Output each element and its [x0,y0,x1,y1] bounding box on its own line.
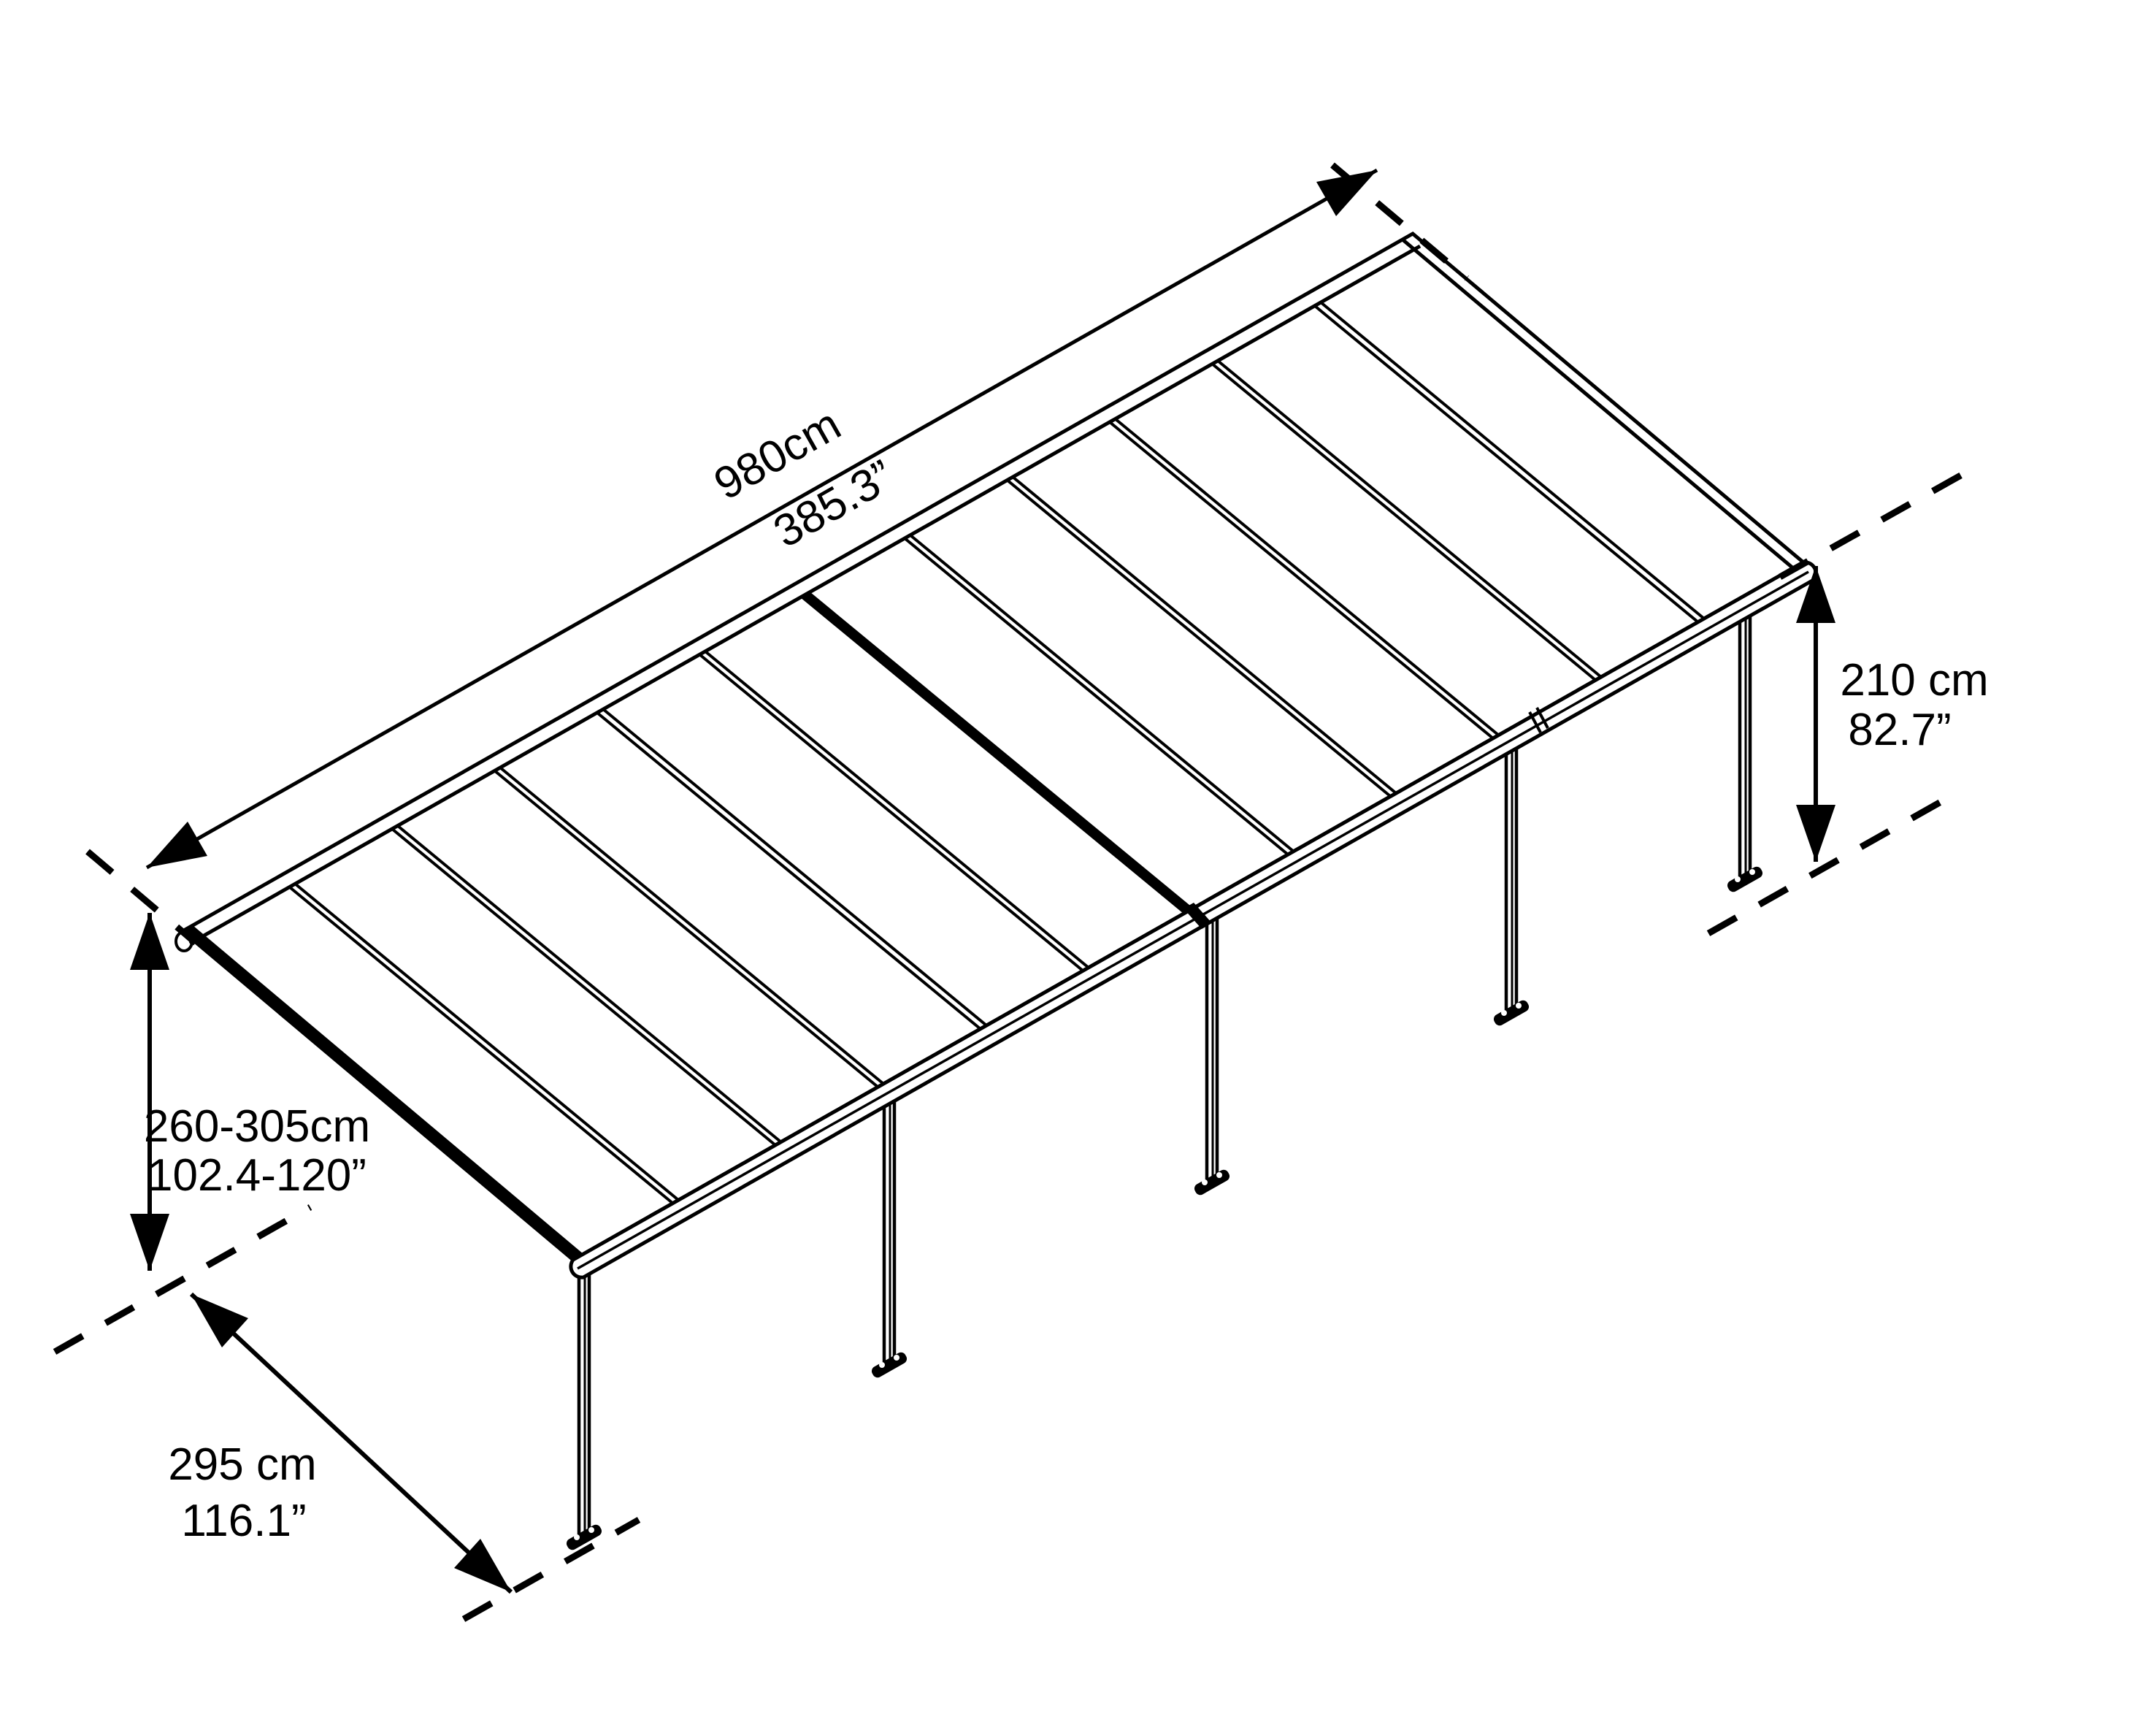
dimension-front-height: 210 cm 82.7” [1706,464,1989,936]
depth-label-metric: 295 cm [168,1439,316,1490]
gutter-joint-ticks [1528,707,1549,733]
length-extension-dash-right [1330,162,1469,281]
roof [174,231,1807,1263]
depth-arrowhead-top [191,1294,248,1347]
roof-rafters [288,301,1706,1205]
rafter-4 [596,708,988,1030]
rafter-1 [288,882,680,1205]
post-3 [1205,895,1219,1185]
wall-height-arrowhead-bottom [130,1214,169,1271]
dimension-depth: 295 cm 116.1” [168,1292,641,1622]
left-end-rafter [183,925,583,1260]
wall-beam-inner-edge [188,244,1422,946]
post-4 [1504,725,1519,1015]
front-height-arrowhead-bottom [1796,805,1835,862]
front-height-label-imperial: 82.7” [1848,705,1951,755]
rafter-5 [698,650,1090,972]
post-foot-4 [1493,1000,1530,1026]
post-foot-3 [1194,1169,1230,1196]
support-posts [577,591,1752,1540]
rafter-10 [1211,359,1603,681]
rafter-7 [903,534,1295,856]
post-2 [882,1078,897,1367]
right-end-beam [1401,238,1795,570]
depth-label-imperial: 116.1” [181,1496,306,1546]
post-foot-5 [1727,866,1763,892]
rafter-3 [493,766,885,1088]
length-extension-dash-left [85,849,198,946]
dimension-wall-height: 260-305cm 102.4-120” [53,913,370,1355]
front-height-ground-dash [1706,798,1944,936]
rafter-11 [1313,301,1706,624]
rafter-9 [1108,418,1500,740]
rafter-2 [391,825,783,1147]
wall-height-label-metric: 260-305cm [144,1101,370,1152]
post-1 [577,1251,591,1540]
middle-joint-rafter [800,592,1194,914]
post-foot-2 [871,1352,908,1378]
gutter-joint-sleeve [1184,903,1212,929]
gutter-mid-line [577,570,1809,1270]
front-height-top-dash [1778,464,1977,580]
length-arrowhead-right [1316,170,1377,216]
length-arrowhead-left [147,822,207,868]
wall-height-label-imperial: 102.4-120” [147,1150,367,1201]
wall-height-ground-dash [53,1204,312,1355]
post-5 [1738,591,1752,881]
wall-height-arrowhead-top [130,913,169,970]
length-dimension-line [145,168,1378,870]
rafter-8 [1005,475,1397,798]
post-feet [566,866,1763,1550]
post-foot-1 [566,1524,602,1550]
depth-arrowhead-bottom [454,1539,511,1592]
front-height-arrowhead-top [1796,566,1835,623]
depth-dimension-line [189,1292,513,1594]
front-height-label-metric: 210 cm [1840,655,1988,705]
